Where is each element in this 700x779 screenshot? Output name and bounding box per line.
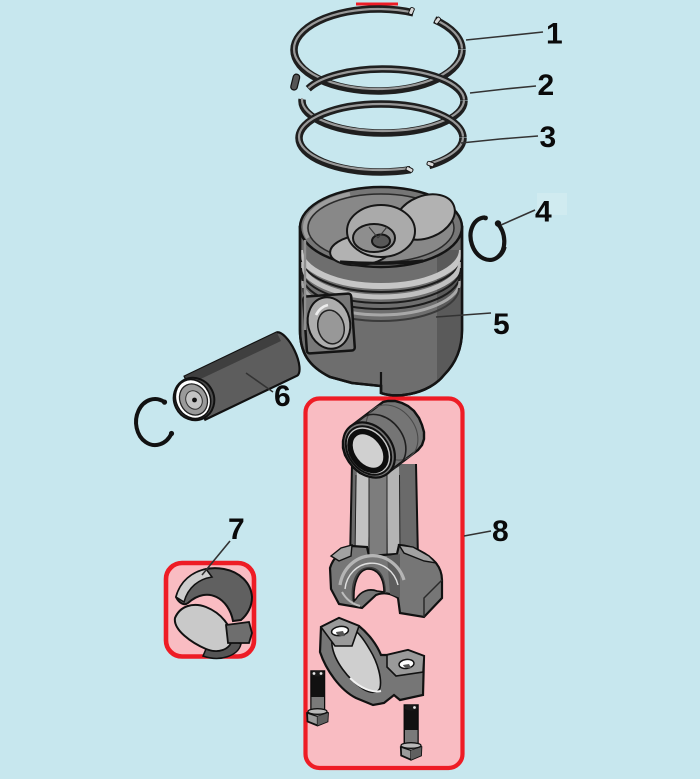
svg-text:4: 4: [535, 196, 552, 229]
svg-text:6: 6: [274, 380, 291, 413]
svg-text:3: 3: [540, 121, 557, 154]
svg-text:8: 8: [492, 515, 509, 548]
svg-text:1: 1: [546, 18, 563, 51]
svg-text:7: 7: [228, 513, 245, 546]
svg-text:2: 2: [538, 69, 555, 102]
svg-text:5: 5: [493, 308, 510, 341]
